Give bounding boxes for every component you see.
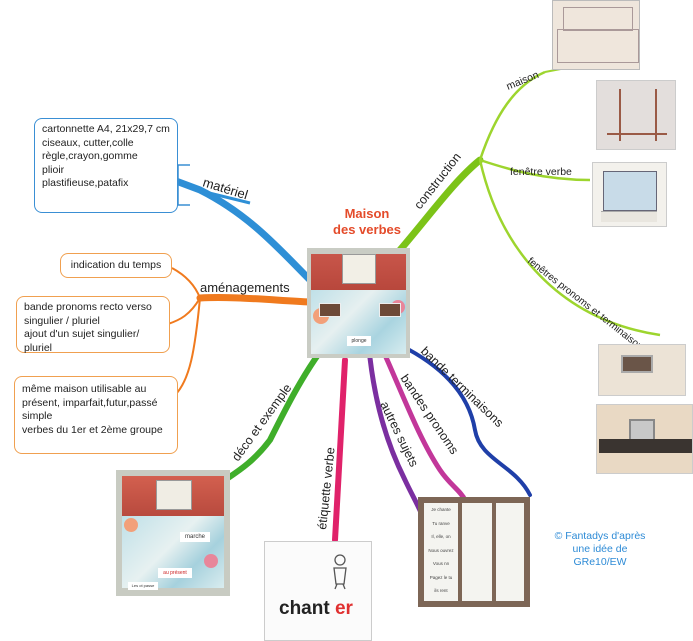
pronoms-line: singulier / pluriel (24, 314, 100, 327)
pronoms-row: Vous nn (432, 561, 450, 566)
credit-line: GRe10/EW (573, 556, 627, 568)
photo-fold-lines (596, 80, 676, 150)
pronoms-row: Tu ranve (432, 520, 450, 526)
maison-line: présent, imparfait,futur,passé (22, 396, 158, 409)
materiel-line: ciseaux, cutter,colle (42, 136, 134, 149)
materiel-line: règle,crayon,gomme (42, 150, 138, 162)
pronoms-line: bande pronoms recto verso (24, 301, 152, 313)
maison-line: même maison utilisable au (22, 383, 147, 395)
pronoms-row: ils rent (434, 588, 448, 593)
branch-bande-terminaisons (398, 343, 532, 497)
deco-small-label: Les ot passe (128, 582, 158, 590)
house-window-right (379, 303, 401, 317)
central-title-line1: Maison (344, 206, 390, 221)
label-fenetre-verbe: fenêtre verbe (510, 166, 572, 178)
branch-autres-sujets (367, 355, 425, 518)
fold-line-v1 (619, 89, 621, 141)
central-title: Maison des verbes (322, 206, 412, 238)
pronoms-row: Nous ouvrez (428, 547, 454, 553)
photo-fenetres-pronoms (598, 344, 686, 396)
materiel-line: plioir (42, 163, 65, 176)
deco-word-label: marche (180, 532, 210, 542)
bracket-materiel (177, 164, 190, 206)
etiquette-stem: chant (279, 598, 330, 619)
credit-line: une idée de (572, 543, 628, 555)
bracket-amenagements-low (174, 297, 201, 396)
credit-text: © Fantadys d'après une idée de GRe10/EW (548, 530, 652, 569)
bracket-amenagements-mid (167, 297, 201, 325)
fenetre-strip (601, 211, 657, 222)
fold-line-v2 (655, 89, 657, 141)
label-maison: maison (505, 69, 541, 93)
credit-line: © Fantadys d'après (554, 530, 646, 542)
photo-etiquette-verbe: chant er (264, 541, 372, 641)
materiel-line: plastifieuse,patafix (42, 177, 129, 189)
deco-window (156, 480, 192, 510)
pronoms-row: Pagez le tu (429, 574, 453, 580)
etiquette-word: chant er (279, 598, 353, 620)
house-label: plonge (347, 336, 371, 346)
assembled-strip (599, 439, 692, 453)
fenetre-inner (603, 171, 657, 211)
maison-line: simple (22, 410, 53, 422)
photo-fenetre-verbe (592, 162, 667, 227)
maison-line: verbes du 1er et 2ème groupe (22, 423, 163, 436)
photo-deco-exemple: marche au présent Les ot passe (116, 470, 230, 596)
branch-bandes-pronoms (382, 352, 468, 503)
branch-fenetres-pronoms (478, 159, 661, 337)
template-roof (563, 7, 633, 31)
pronoms-window (621, 355, 653, 373)
branch-etiquette-verbe (332, 357, 348, 543)
template-body (557, 29, 639, 63)
pronoms-box: bande pronoms recto verso singulier / pl… (16, 296, 170, 354)
central-house-photo: plonge (307, 248, 410, 358)
label-amenagements: aménagements (200, 280, 290, 295)
fold-line-h (607, 133, 667, 135)
deco-tag: au présent (158, 568, 192, 578)
central-title-line2: des verbes (333, 222, 401, 237)
photo-bandes-pronoms: Je chante Tu ranve Il, elle, on Nous ouv… (418, 497, 530, 607)
label-fenetres-pronoms: fenêtres pronoms et terminaisons (525, 256, 649, 356)
strip-right (496, 503, 524, 601)
deco-flower-right (204, 554, 218, 568)
materiel-line: cartonnette A4, 21x29,7 cm (42, 123, 170, 135)
etiquette-ending: er (334, 598, 353, 619)
temps-text: indication du temps (70, 259, 162, 271)
strip-left: Je chante Tu ranve Il, elle, on Nous ouv… (424, 503, 458, 601)
pronoms-row: Il, elle, on (431, 534, 451, 539)
temps-box: indication du temps (60, 253, 172, 278)
bracket-amenagements-top (171, 267, 201, 299)
branch-deco-exemple (225, 349, 323, 481)
branch-maison (478, 70, 546, 161)
deco-flower (124, 518, 138, 532)
pronoms-row: Je chante (431, 507, 451, 512)
house-window-left (319, 303, 341, 317)
branch-fenetre (479, 158, 591, 182)
photo-maison-template (552, 0, 640, 70)
branch-amenagements (196, 293, 314, 306)
materiel-box: cartonnette A4, 21x29,7 cm ciseaux, cutt… (34, 118, 178, 213)
photo-house-assembled (596, 404, 693, 474)
pronoms-line: ajout d'un sujet singulier/ pluriel (24, 328, 140, 354)
branch-construction (396, 156, 484, 254)
pictogram-icon (329, 554, 351, 590)
branch-materiel-underline (196, 188, 251, 205)
house-window-top (342, 254, 376, 284)
maison-utilisable-box: même maison utilisable au présent, impar… (14, 376, 178, 454)
strip-middle (462, 503, 492, 601)
